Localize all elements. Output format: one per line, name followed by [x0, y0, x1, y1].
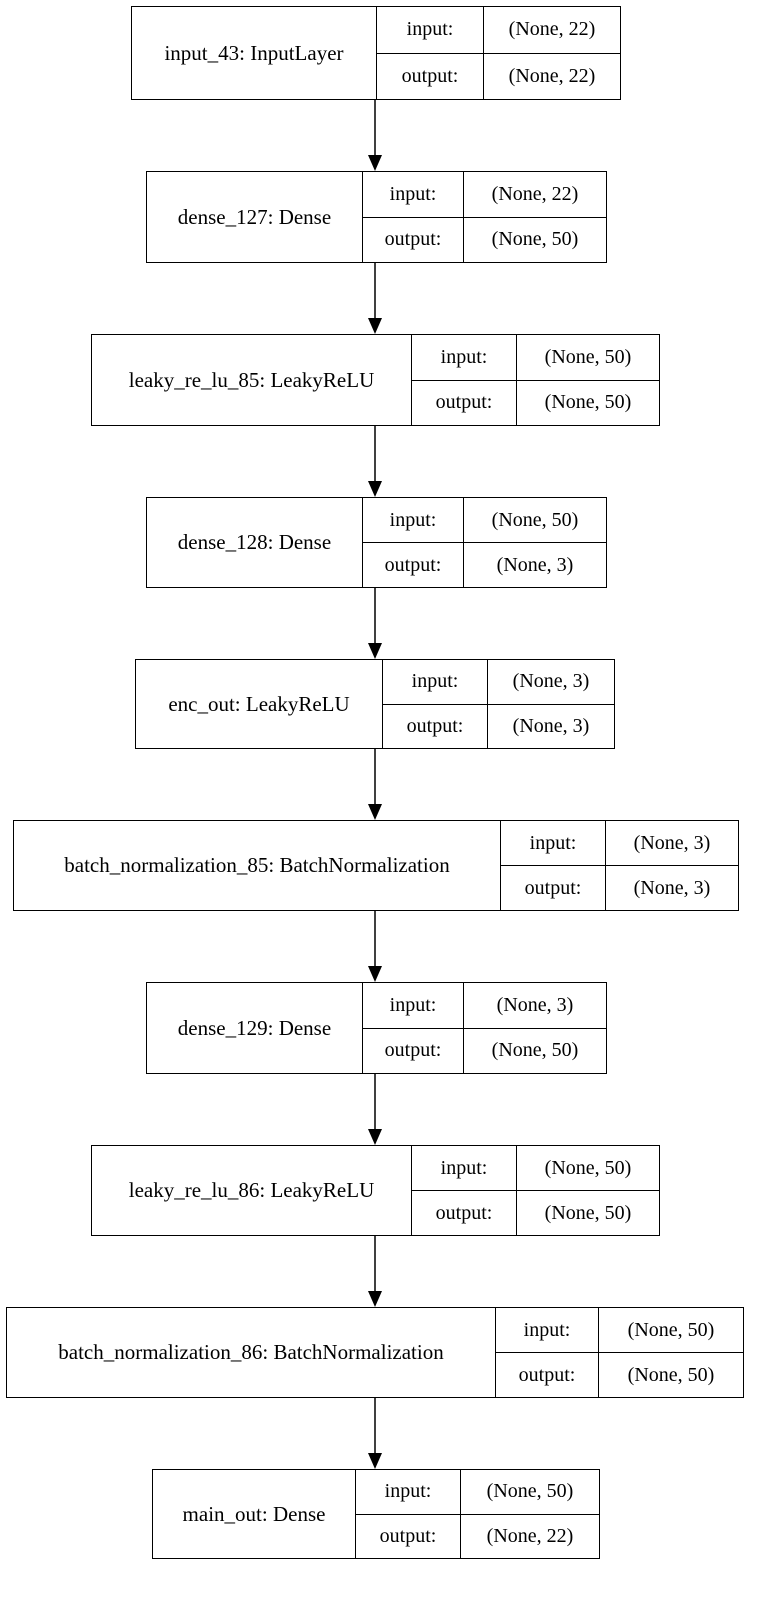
input-row: input: (None, 3): [363, 983, 606, 1028]
output-row: output: (None, 22): [356, 1513, 599, 1558]
output-label: output:: [383, 704, 488, 748]
input-label: input:: [363, 983, 464, 1028]
node-leaky-re-lu-85: leaky_re_lu_85: LeakyReLU input: (None, …: [91, 334, 660, 426]
node-io-table: input: (None, 3) output: (None, 50): [363, 983, 606, 1073]
arrowhead: [368, 481, 382, 497]
output-row: output: (None, 50): [412, 1190, 659, 1235]
input-shape: (None, 22): [491, 182, 579, 205]
arrowhead: [368, 1453, 382, 1469]
output-label: output:: [363, 1028, 464, 1073]
input-label: input:: [412, 1146, 517, 1190]
node-io-table: input: (None, 50) output: (None, 50): [496, 1308, 743, 1397]
arrowhead: [368, 966, 382, 982]
input-label: input:: [412, 335, 517, 380]
output-label: output:: [363, 217, 464, 262]
arrowhead: [368, 155, 382, 171]
output-shape: (None, 22): [508, 64, 596, 87]
output-label: output:: [356, 1514, 461, 1558]
output-shape: (None, 50): [491, 1039, 579, 1062]
input-row: input: (None, 50): [356, 1470, 599, 1514]
output-label: output:: [412, 380, 517, 425]
node-label: dense_128: Dense: [147, 498, 363, 587]
output-row: output: (None, 50): [363, 216, 606, 262]
node-io-table: input: (None, 50) output: (None, 50): [412, 1146, 659, 1235]
output-shape: (None, 50): [544, 391, 632, 414]
node-batch-normalization-85: batch_normalization_85: BatchNormalizati…: [13, 820, 739, 911]
output-row: output: (None, 3): [363, 542, 606, 587]
input-row: input: (None, 50): [363, 498, 606, 542]
arrowhead: [368, 1129, 382, 1145]
output-row: output: (None, 50): [496, 1352, 743, 1397]
node-enc-out: enc_out: LeakyReLU input: (None, 3) outp…: [135, 659, 615, 749]
output-shape: (None, 50): [627, 1363, 715, 1386]
output-label: output:: [501, 866, 606, 910]
node-label: leaky_re_lu_85: LeakyReLU: [92, 335, 412, 425]
node-leaky-re-lu-86: leaky_re_lu_86: LeakyReLU input: (None, …: [91, 1145, 660, 1236]
input-shape: (None, 50): [544, 1156, 632, 1179]
output-shape: (None, 50): [491, 228, 579, 251]
node-label: input_43: InputLayer: [132, 7, 377, 99]
output-row: output: (None, 3): [501, 865, 738, 910]
input-label: input:: [356, 1470, 461, 1514]
output-shape: (None, 50): [544, 1201, 632, 1224]
node-io-table: input: (None, 22) output: (None, 22): [377, 7, 620, 99]
output-shape: (None, 3): [496, 553, 574, 576]
input-label: input:: [363, 498, 464, 542]
input-row: input: (None, 50): [496, 1308, 743, 1352]
input-label: input:: [501, 821, 606, 865]
input-shape: (None, 50): [491, 508, 579, 531]
node-label: batch_normalization_85: BatchNormalizati…: [14, 821, 501, 910]
input-label: input:: [363, 172, 464, 217]
input-row: input: (None, 22): [377, 7, 620, 53]
input-shape: (None, 3): [512, 670, 590, 693]
input-row: input: (None, 3): [501, 821, 738, 865]
node-dense-129: dense_129: Dense input: (None, 3) output…: [146, 982, 607, 1074]
output-row: output: (None, 50): [412, 379, 659, 425]
arrowhead: [368, 1291, 382, 1307]
output-label: output:: [377, 53, 484, 99]
input-shape: (None, 50): [544, 345, 632, 368]
input-row: input: (None, 22): [363, 172, 606, 217]
node-dense-128: dense_128: Dense input: (None, 50) outpu…: [146, 497, 607, 588]
node-io-table: input: (None, 22) output: (None, 50): [363, 172, 606, 262]
node-main-out: main_out: Dense input: (None, 50) output…: [152, 1469, 600, 1559]
node-io-table: input: (None, 3) output: (None, 3): [383, 660, 614, 748]
output-shape: (None, 22): [486, 1524, 574, 1547]
output-row: output: (None, 3): [383, 703, 614, 748]
arrowhead: [368, 643, 382, 659]
node-label: enc_out: LeakyReLU: [136, 660, 383, 748]
node-label: dense_127: Dense: [147, 172, 363, 262]
input-label: input:: [496, 1308, 599, 1352]
output-shape: (None, 3): [633, 876, 711, 899]
node-label: main_out: Dense: [153, 1470, 356, 1558]
node-io-table: input: (None, 3) output: (None, 3): [501, 821, 738, 910]
output-label: output:: [363, 543, 464, 587]
output-label: output:: [412, 1191, 517, 1235]
node-batch-normalization-86: batch_normalization_86: BatchNormalizati…: [6, 1307, 744, 1398]
input-row: input: (None, 50): [412, 1146, 659, 1190]
node-label: batch_normalization_86: BatchNormalizati…: [7, 1308, 496, 1397]
input-shape: (None, 22): [508, 18, 596, 41]
input-label: input:: [377, 7, 484, 53]
node-io-table: input: (None, 50) output: (None, 50): [412, 335, 659, 425]
arrowhead: [368, 804, 382, 820]
output-label: output:: [496, 1353, 599, 1397]
input-row: input: (None, 50): [412, 335, 659, 380]
arrowhead: [368, 318, 382, 334]
input-row: input: (None, 3): [383, 660, 614, 704]
input-shape: (None, 50): [486, 1480, 574, 1503]
node-io-table: input: (None, 50) output: (None, 22): [356, 1470, 599, 1558]
output-row: output: (None, 22): [377, 52, 620, 99]
node-dense-127: dense_127: Dense input: (None, 22) outpu…: [146, 171, 607, 263]
node-io-table: input: (None, 50) output: (None, 3): [363, 498, 606, 587]
input-shape: (None, 50): [627, 1318, 715, 1341]
input-shape: (None, 3): [496, 993, 574, 1016]
output-row: output: (None, 50): [363, 1027, 606, 1073]
node-label: dense_129: Dense: [147, 983, 363, 1073]
output-shape: (None, 3): [512, 714, 590, 737]
node-label: leaky_re_lu_86: LeakyReLU: [92, 1146, 412, 1235]
input-label: input:: [383, 660, 488, 704]
input-shape: (None, 3): [633, 831, 711, 854]
node-input-43: input_43: InputLayer input: (None, 22) o…: [131, 6, 621, 100]
